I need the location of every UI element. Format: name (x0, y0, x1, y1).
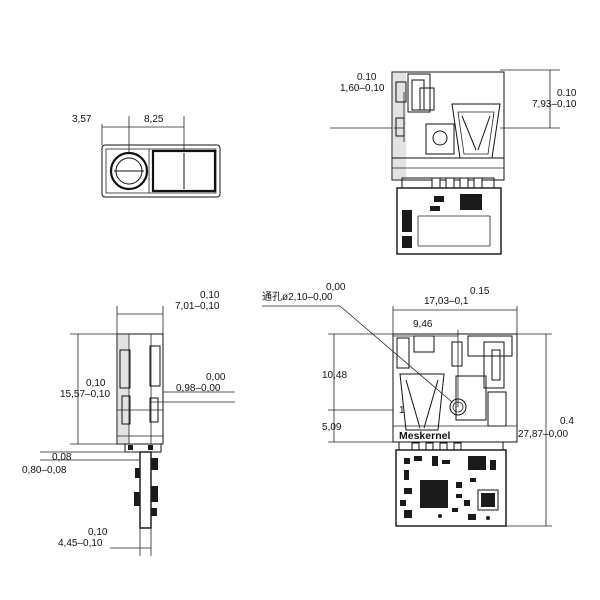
side-pcb (139, 451, 152, 529)
front-view: 0.10 1,60–0,10 0.10 7,93–0,10 (330, 69, 577, 255)
side-pcb-lower: 0,80–0,08 (22, 465, 67, 476)
side-view: 0,10 7,01–0,10 0,10 15,57–0,10 0,00 0,98… (22, 290, 235, 556)
front-mount-hole (432, 130, 448, 146)
top-view-housing (101, 144, 221, 198)
rear-pcb (395, 449, 507, 527)
rear-width-lower: 17,03–0,1 (424, 296, 469, 307)
side-pcb-upper: 0,08 (52, 452, 72, 463)
front-chip (460, 194, 482, 210)
rear-main-chip (420, 480, 448, 508)
side-board-lower: 4,45–0,10 (58, 538, 103, 549)
side-width-upper: 0,10 (200, 290, 220, 301)
rear-hole-offset: 9,46 (413, 319, 433, 330)
front-tol-left-upper: 0.10 (357, 72, 377, 83)
receiver-cone (399, 373, 445, 431)
side-offset-upper: 0,00 (206, 372, 226, 383)
front-pcb (396, 187, 502, 255)
side-offset-lower: 0,98–0,00 (176, 383, 221, 394)
rear-height-a: 10,48 (322, 370, 347, 381)
rear-total-upper: 0.4 (560, 416, 574, 427)
side-width-lower: 7,01–0,10 (175, 301, 220, 312)
top-right-width-label: 8,25 (144, 114, 164, 125)
front-tol-left-lower: 1,60–0,10 (340, 83, 385, 94)
front-tol-right-upper: 0.10 (557, 88, 577, 99)
top-view: 3,57 8,25 (72, 114, 221, 198)
brand-label: Meskernel (399, 430, 450, 442)
rear-total-lower: 27,87–0,00 (518, 429, 568, 440)
top-left-width-label: 3,57 (72, 114, 92, 125)
front-tol-right-lower: 7,93–0,10 (532, 99, 577, 110)
front-housing (391, 71, 505, 181)
side-board-upper: 0,10 (88, 527, 108, 538)
side-height-lower: 15,57–0,10 (60, 389, 110, 400)
lens-mark: 1 (399, 405, 405, 416)
rear-hole-label: 通孔ø2,10–0,00 (262, 291, 333, 303)
side-height-upper: 0,10 (86, 378, 106, 389)
rear-hole-upper: 0,00 (326, 282, 346, 293)
rear-view: 1 Meskernel 0,00 通孔ø2,10–0,00 (262, 282, 574, 527)
rear-height-b: 5,09 (322, 422, 342, 433)
rear-width-upper: 0.15 (470, 286, 490, 297)
